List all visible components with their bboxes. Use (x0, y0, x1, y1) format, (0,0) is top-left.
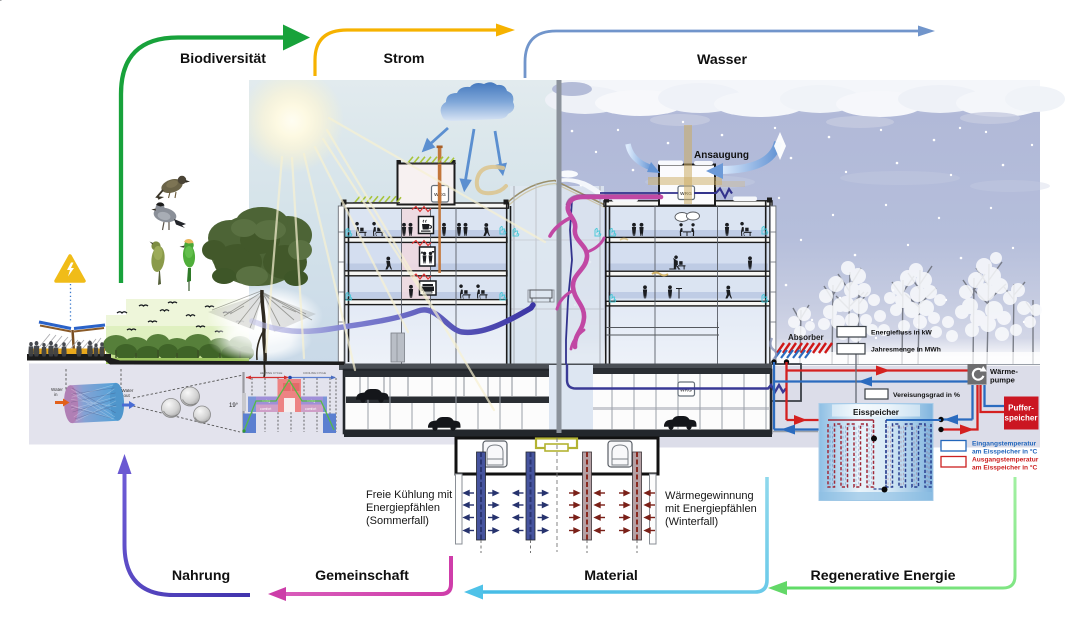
svg-text:Regenerative Energie: Regenerative Energie (810, 568, 955, 584)
svg-text:Wasser: Wasser (697, 52, 747, 68)
svg-text:Energiepfählen: Energiepfählen (366, 502, 440, 514)
svg-text:Wärmegewinnung: Wärmegewinnung (665, 490, 754, 502)
svg-text:am Eisspeicher in °C: am Eisspeicher in °C (972, 464, 1038, 472)
svg-text:comfort: comfort (260, 407, 271, 411)
svg-text:Ansaugung: Ansaugung (694, 150, 749, 161)
svg-text:Water: Water (51, 387, 63, 392)
svg-text:pumpe: pumpe (990, 376, 1015, 385)
svg-text:Energiefluss in kW: Energiefluss in kW (871, 330, 932, 337)
svg-text:Biodiversität: Biodiversität (180, 51, 266, 67)
svg-text:Freie Kühlung mit: Freie Kühlung mit (366, 489, 452, 501)
svg-text:Wärme-: Wärme- (990, 367, 1018, 376)
svg-text:COOLING CYCLE: COOLING CYCLE (303, 371, 326, 375)
svg-text:Puffer-: Puffer- (1008, 404, 1034, 413)
svg-text:comfort: comfort (305, 407, 316, 411)
svg-text:(Winterfall): (Winterfall) (665, 516, 718, 528)
svg-text:Ausgangstemperatur: Ausgangstemperatur (972, 457, 1039, 464)
svg-text:mit Energiepfählen: mit Energiepfählen (665, 503, 757, 515)
svg-text:(Sommerfall): (Sommerfall) (366, 515, 429, 527)
svg-text:Eingangstemperatur: Eingangstemperatur (972, 441, 1037, 448)
svg-text:Absorber: Absorber (788, 333, 824, 342)
svg-text:Water: Water (122, 388, 134, 393)
svg-text:in: in (54, 392, 58, 397)
svg-text:HEATING CYCLE: HEATING CYCLE (260, 371, 282, 375)
svg-text:Strom: Strom (384, 51, 425, 67)
svg-text:Gemeinschaft: Gemeinschaft (315, 568, 409, 584)
svg-text:am Eisspeicher in °C: am Eisspeicher in °C (972, 448, 1038, 456)
svg-text:Material: Material (584, 568, 638, 584)
svg-text:19°: 19° (229, 403, 239, 409)
svg-text:Nahrung: Nahrung (172, 568, 230, 584)
svg-text:Jahresmenge in MWh: Jahresmenge in MWh (871, 347, 941, 354)
svg-text:speicher: speicher (1005, 414, 1038, 423)
svg-text:WRG: WRG (680, 388, 692, 394)
svg-text:Eisspeicher: Eisspeicher (853, 408, 900, 417)
svg-text:out: out (124, 393, 131, 398)
svg-text:Vereisungsgrad in %: Vereisungsgrad in % (893, 392, 960, 399)
